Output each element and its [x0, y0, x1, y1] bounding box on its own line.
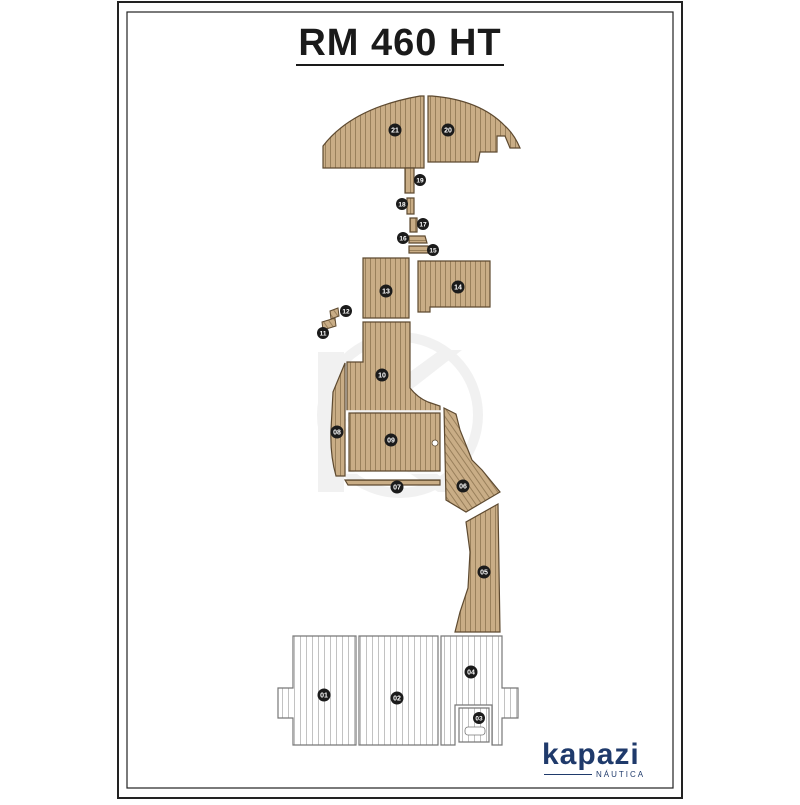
deck-pad-shape — [443, 407, 501, 513]
piece-number: 07 — [393, 485, 401, 492]
piece-number: 04 — [467, 670, 475, 677]
brand-divider — [544, 774, 592, 775]
piece-number-marker — [375, 368, 389, 382]
piece-number: 20 — [444, 128, 452, 135]
piece-number-marker — [340, 305, 352, 317]
deck-piece: 01 — [277, 635, 357, 746]
deck-piece: 13 — [362, 257, 410, 319]
deck-piece: 17 — [409, 217, 429, 233]
piece-number-marker — [317, 327, 329, 339]
deck-piece: 20 — [427, 95, 521, 163]
deck-pad-shape — [409, 217, 418, 233]
brand-subtitle: NÁUTICA — [596, 770, 646, 779]
piece-number-marker — [417, 218, 429, 230]
piece-number-marker — [414, 174, 426, 186]
piece-number-marker — [427, 244, 439, 256]
deck-pad-shape — [454, 502, 501, 633]
deck-pad-shape — [277, 635, 357, 746]
piece-number: 01 — [320, 693, 328, 700]
piece-number-marker — [451, 280, 465, 294]
piece-number-marker — [397, 232, 409, 244]
piece-number: 03 — [475, 716, 483, 723]
hatch-cutout-icon — [464, 726, 486, 736]
deck-pad-shape — [406, 197, 415, 215]
piece-number: 12 — [342, 309, 350, 316]
drain-hole-icon — [431, 439, 439, 447]
deck-piece: 06 — [443, 407, 501, 513]
deck-piece: 19 — [404, 167, 426, 194]
page-title: RM 460 HT — [0, 22, 800, 66]
piece-number: 21 — [391, 128, 399, 135]
piece-number-marker — [384, 433, 398, 447]
deck-pad-shape — [329, 307, 340, 320]
deck-pad-shape — [358, 635, 439, 746]
deck-piece: 04 — [440, 635, 519, 746]
brand-name: kapazi — [542, 738, 640, 771]
deck-piece: 12 — [329, 305, 352, 320]
piece-number: 19 — [416, 178, 424, 185]
piece-number-marker — [456, 479, 470, 493]
deck-pad-shape — [458, 707, 490, 743]
piece-number: 06 — [459, 484, 467, 491]
piece-number: 11 — [320, 331, 327, 338]
deck-piece: 07 — [343, 479, 441, 494]
deck-piece: 14 — [417, 260, 491, 313]
deck-piece: 21 — [322, 95, 425, 169]
deck-piece: 15 — [408, 244, 439, 256]
deck-piece: 09 — [346, 410, 443, 474]
piece-number: 08 — [333, 430, 341, 437]
piece-number-marker — [330, 425, 344, 439]
piece-number: 15 — [429, 248, 437, 255]
outer-frame — [117, 1, 683, 799]
deck-pad-shape — [322, 95, 425, 169]
deck-pad-outline — [346, 410, 443, 474]
deck-pad-shape — [408, 235, 428, 244]
piece-number-marker — [379, 284, 393, 298]
piece-number-marker — [464, 665, 478, 679]
piece-number: 13 — [382, 289, 390, 296]
model-name: RM 460 HT — [296, 22, 504, 66]
piece-number-marker — [390, 480, 404, 494]
piece-number-marker — [473, 712, 485, 724]
deck-pad-shape — [427, 95, 521, 163]
deck-piece: 11 — [317, 317, 337, 339]
deck-piece: 16 — [397, 232, 428, 244]
piece-number-marker — [441, 123, 455, 137]
piece-number: 05 — [480, 570, 488, 577]
deck-piece: 02 — [358, 635, 439, 746]
deck-pad-shape — [408, 245, 429, 254]
piece-number-marker — [388, 123, 402, 137]
piece-number-marker — [477, 565, 491, 579]
piece-number: 16 — [399, 236, 407, 243]
piece-number: 09 — [387, 438, 395, 445]
piece-number: 17 — [419, 222, 427, 229]
piece-number-marker — [317, 688, 331, 702]
deck-piece: 18 — [396, 197, 415, 215]
piece-number: 10 — [378, 373, 386, 380]
piece-number-marker — [390, 691, 404, 705]
piece-number-marker — [396, 198, 408, 210]
brand-logo: kapazi NÁUTICA — [542, 738, 662, 780]
deck-piece: 08 — [330, 362, 346, 477]
piece-number: 14 — [454, 285, 462, 292]
piece-number: 18 — [398, 202, 406, 209]
deck-pad-shape — [404, 167, 415, 194]
deck-pad-shape — [440, 635, 519, 746]
deck-piece: 03 — [458, 707, 490, 743]
piece-number: 02 — [393, 696, 401, 703]
inner-frame — [126, 11, 674, 789]
deck-piece: 05 — [454, 502, 501, 633]
